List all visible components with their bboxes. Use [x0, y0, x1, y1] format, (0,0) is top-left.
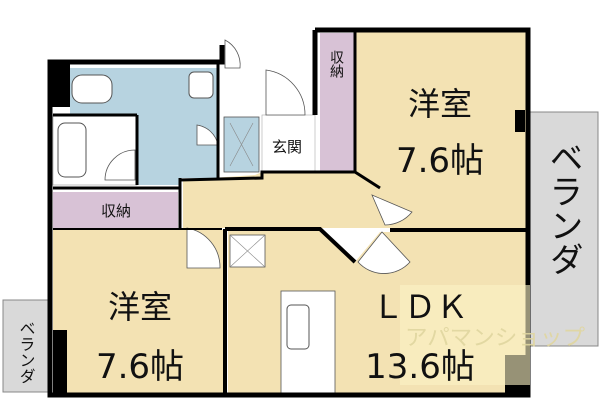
veranda-left	[2, 299, 50, 393]
watermark: アパマンショップ	[405, 326, 585, 351]
storage-top-label: 収納	[328, 50, 344, 79]
veranda-right	[529, 111, 599, 347]
ldk-name: ＬＤＫ	[372, 288, 468, 326]
bedroom-right-size: 7.6帖	[396, 141, 484, 181]
column	[50, 62, 70, 107]
watermark-bg	[400, 285, 530, 385]
column	[515, 110, 525, 132]
pipe-space-x	[229, 234, 266, 268]
sink-icon	[286, 304, 310, 350]
ldk-size: 13.6帖	[365, 347, 475, 387]
bedroom-right	[355, 32, 527, 228]
washbasin-icon	[188, 71, 214, 99]
storage-left	[53, 192, 178, 228]
veranda-right-label: ベランダ	[543, 140, 583, 276]
bedroom-left-size: 7.6帖	[96, 347, 184, 387]
toilet-icon	[71, 74, 113, 104]
veranda-left-label: ベランダ	[17, 320, 36, 384]
bedroom-left-name: 洋室	[108, 288, 172, 326]
door-swings	[104, 39, 413, 274]
storage-left-label: 収納	[101, 202, 131, 220]
walls	[47, 27, 531, 398]
column	[53, 330, 67, 393]
bathtub-icon	[57, 122, 87, 178]
storage-top	[320, 33, 354, 175]
bedroom-right-name: 洋室	[408, 85, 472, 123]
shoe-box-x-icon	[229, 122, 254, 167]
entrance-label: 玄関	[272, 138, 302, 156]
